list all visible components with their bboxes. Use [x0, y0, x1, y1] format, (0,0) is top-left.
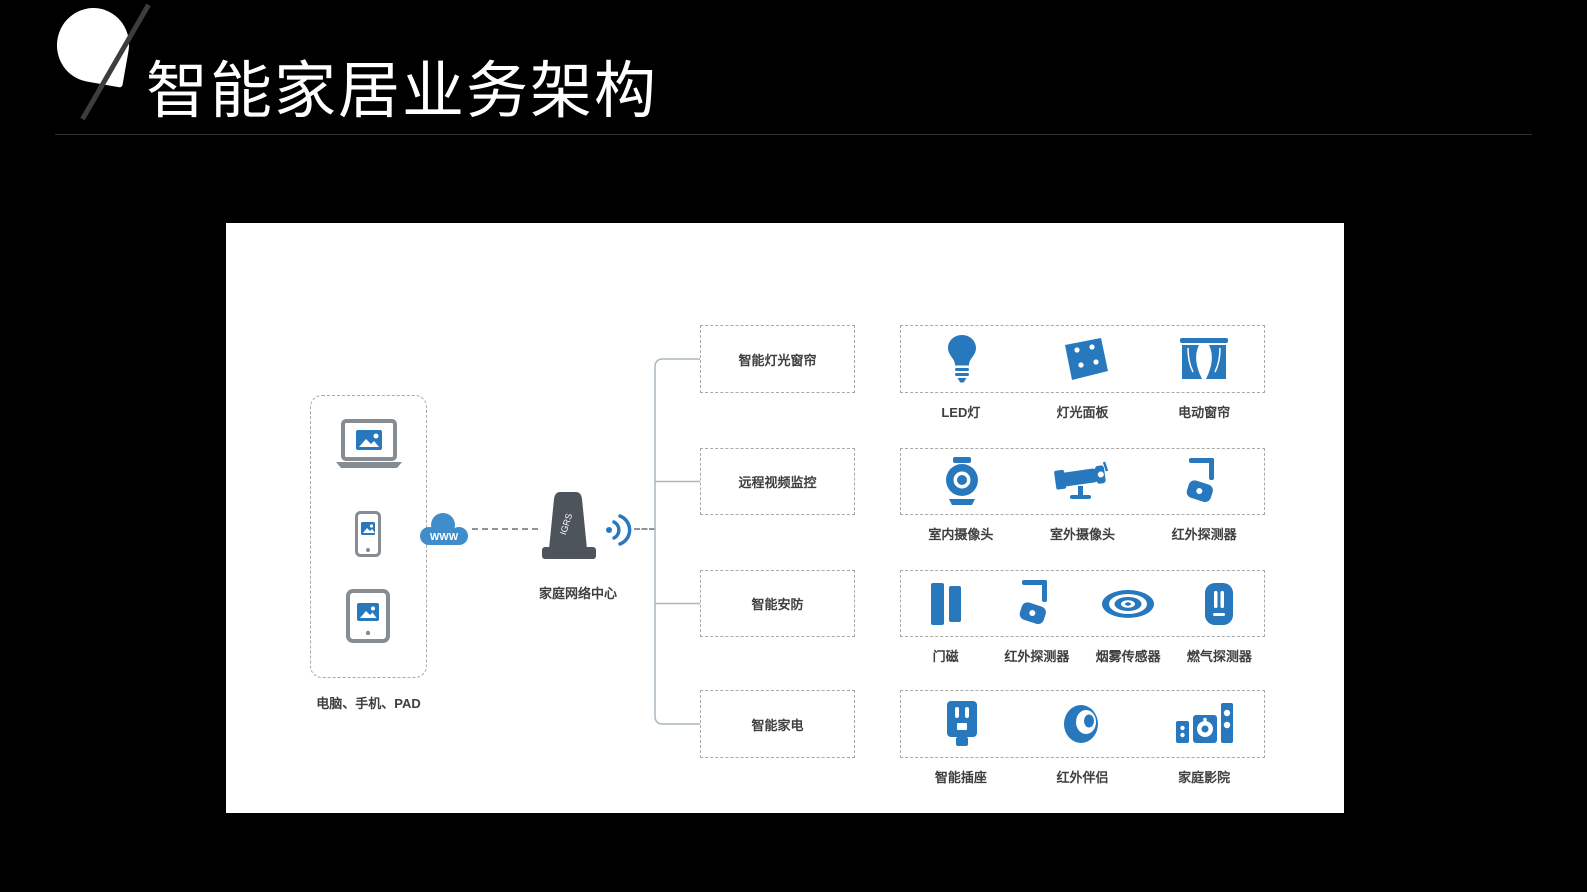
laptop-icon: [336, 419, 402, 468]
device-label: 红外伴侣: [1056, 770, 1109, 785]
gas-detector-icon: [1204, 582, 1233, 625]
smartphone-icon: [355, 511, 381, 557]
device-labels-lighting: LED灯 灯光面板 电动窗帘: [900, 402, 1265, 421]
device-cell: [1143, 456, 1264, 508]
hub-label: 家庭网络中心: [538, 586, 617, 601]
infrared-detector-icon: [1186, 457, 1214, 502]
light-panel-icon: [1064, 338, 1108, 380]
device-label: 室外摄像头: [1050, 527, 1116, 542]
category-box-security: 智能安防: [700, 570, 855, 637]
device-cell: [901, 456, 1022, 507]
device-labels-video: 室内摄像头 室外摄像头 红外探测器: [900, 524, 1265, 543]
category-label-lighting: 智能灯光窗帘: [738, 352, 817, 368]
device-labels-appliance: 智能插座 红外伴侣 家庭影院: [900, 767, 1265, 786]
diagram-panel: 电脑、手机、PAD WWW IGRS 家庭网络中心 智能灯光窗帘 远程视频监控 …: [226, 223, 1344, 813]
device-cell: [1173, 580, 1264, 628]
device-group-appliance: 智能插座 红外伴侣 家庭影院: [900, 690, 1265, 786]
device-box-video: [900, 448, 1265, 515]
category-box-video: 远程视频监控: [700, 448, 855, 515]
category-label-security: 智能安防: [751, 597, 804, 612]
device-label: 电动窗帘: [1178, 405, 1231, 420]
led-bulb-icon: [947, 335, 976, 383]
branch-bracket: [654, 358, 701, 725]
electric-curtain-icon: [1179, 338, 1228, 379]
home-gateway-icon: IGRS: [542, 492, 596, 559]
device-cell: [1022, 460, 1143, 504]
category-box-lighting: 智能灯光窗帘: [700, 325, 855, 393]
category-label-appliance: 智能家电: [751, 717, 804, 733]
device-cell: [992, 578, 1083, 630]
ir-companion-icon: [1063, 705, 1098, 743]
title-divider: [55, 134, 1532, 135]
device-label: 灯光面板: [1056, 405, 1109, 420]
device-cell: [901, 581, 992, 627]
infrared-detector-icon: [1019, 579, 1048, 624]
www-cloud-label: WWW: [430, 532, 459, 543]
device-group-security: 门磁 红外探测器 烟雾传感器 燃气探测器: [900, 570, 1265, 665]
device-cell: [901, 699, 1022, 749]
category-box-appliance: 智能家电: [700, 690, 855, 758]
device-label: 红外探测器: [1171, 527, 1237, 542]
door-magnet-icon: [931, 582, 962, 625]
device-cell: [1022, 336, 1143, 382]
device-label: 室内摄像头: [928, 527, 994, 542]
device-cell: [1143, 701, 1264, 747]
category-label-video: 远程视频监控: [738, 475, 817, 490]
device-box-lighting: [900, 325, 1265, 393]
wifi-signal-icon: [606, 514, 632, 546]
device-cell: [901, 334, 1022, 384]
device-cell: [1022, 702, 1143, 746]
device-label: 家庭影院: [1178, 770, 1231, 785]
tablet-icon: [346, 589, 390, 643]
device-labels-security: 门磁 红外探测器 烟雾传感器 燃气探测器: [900, 646, 1265, 665]
www-cloud-icon: WWW: [420, 513, 468, 545]
connector-cloud-to-hub: [472, 528, 538, 530]
device-box-security: [900, 570, 1265, 637]
indoor-camera-icon: [945, 456, 978, 505]
home-theater-icon: [1175, 703, 1233, 743]
slide-title: 智能家居业务架构: [146, 57, 659, 126]
device-box-appliance: [900, 690, 1265, 758]
device-group-lighting: LED灯 灯光面板 电动窗帘: [900, 325, 1265, 421]
device-label: 烟雾传感器: [1095, 649, 1161, 664]
device-label: 红外探测器: [1004, 649, 1070, 664]
device-group-video: 室内摄像头 室外摄像头 红外探测器: [900, 448, 1265, 543]
smoke-sensor-icon: [1101, 589, 1154, 618]
connector-hub-to-bracket: [634, 528, 655, 530]
smart-socket-icon: [946, 701, 977, 746]
outdoor-camera-icon: [1053, 461, 1108, 499]
device-label: 门磁: [932, 649, 959, 664]
device-cell: [1083, 586, 1174, 622]
device-label: LED灯: [941, 405, 981, 420]
clients-label: 电脑、手机、PAD: [316, 696, 421, 711]
device-cell: [1143, 336, 1264, 382]
device-label: 燃气探测器: [1186, 649, 1252, 664]
device-label: 智能插座: [934, 770, 987, 785]
